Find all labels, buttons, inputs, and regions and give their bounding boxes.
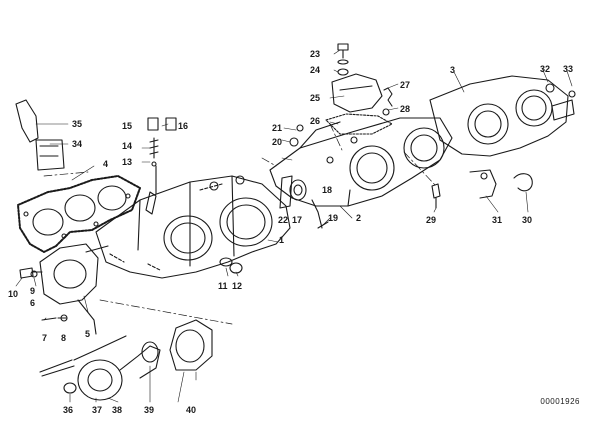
throttle-housing: [39, 243, 109, 335]
callout-25: 25: [310, 93, 321, 103]
callout-38: 38: [112, 405, 123, 415]
callout-33: 33: [563, 64, 574, 74]
callout-18: 18: [322, 185, 333, 195]
callout-26: 26: [310, 116, 321, 126]
reference-lines: [43, 123, 437, 325]
sensor-assembly: [15, 99, 65, 171]
callout-12: 12: [232, 281, 243, 291]
connector-hardware: [219, 124, 329, 274]
callout-16: 16: [178, 121, 189, 131]
callout-11: 11: [218, 281, 228, 291]
callout-3: 3: [450, 65, 456, 75]
callout-40: 40: [186, 405, 197, 415]
throttle-actuator: [39, 319, 213, 401]
callout-5: 5: [85, 329, 91, 339]
callout-28: 28: [400, 104, 411, 114]
manifold-right: [429, 75, 576, 157]
callout-2: 2: [356, 213, 362, 223]
callout-39: 39: [144, 405, 155, 415]
intake-manifold-lower: [95, 175, 291, 279]
callout-8: 8: [61, 333, 67, 343]
callout-15: 15: [122, 121, 133, 131]
callout-7: 7: [42, 333, 48, 343]
callout-31: 31: [492, 215, 503, 225]
callout-32: 32: [540, 64, 551, 74]
callout-22: 22: [278, 215, 289, 225]
callout-29: 29: [426, 215, 437, 225]
intake-manifold-upper: [269, 117, 453, 207]
leader-lines: [15, 49, 573, 403]
callout-24: 24: [310, 65, 321, 75]
callout-36: 36: [63, 405, 74, 415]
callout-30: 30: [522, 215, 533, 225]
callout-9: 9: [30, 286, 36, 296]
drawing-number: 00001926: [540, 397, 580, 406]
callout-27: 27: [400, 80, 411, 90]
callout-23: 23: [310, 49, 321, 59]
valve-cover: [325, 73, 393, 135]
bracket-spring: [431, 169, 533, 209]
callout-17: 17: [292, 215, 303, 225]
callout-13: 13: [122, 157, 133, 167]
callout-4: 4: [103, 159, 109, 169]
callout-10: 10: [8, 289, 19, 299]
callout-1: 1: [279, 235, 285, 245]
callout-37: 37: [92, 405, 103, 415]
callout-34: 34: [72, 139, 83, 149]
screw-stack: [337, 43, 349, 76]
callout-20: 20: [272, 137, 283, 147]
callout-21: 21: [272, 123, 283, 133]
callout-19: 19: [328, 213, 339, 223]
callout-14: 14: [122, 141, 133, 151]
callout-35: 35: [72, 119, 83, 129]
manifold-gasket: [17, 175, 141, 253]
callout-6: 6: [30, 298, 36, 308]
